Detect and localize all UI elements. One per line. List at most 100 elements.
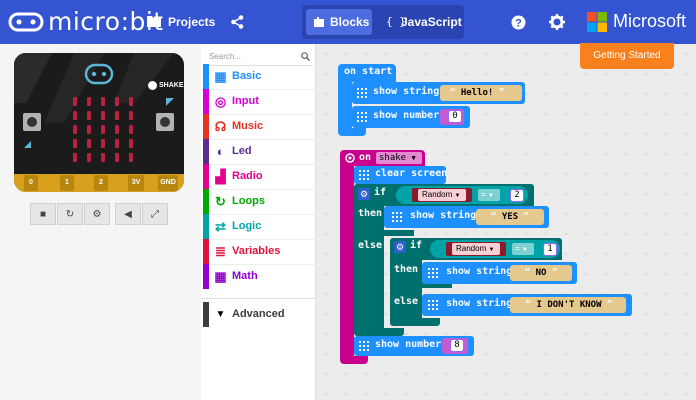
toggle-icon: ◐ <box>216 144 225 159</box>
help-icon[interactable]: ? <box>511 15 526 30</box>
gear-icon[interactable]: ⚙ <box>358 188 370 200</box>
pin-1[interactable]: 1 <box>60 175 74 191</box>
toolbox-category-input[interactable]: ◎Input <box>203 89 314 114</box>
restart-button[interactable]: ↻ <box>57 203 83 225</box>
toolbox-category-basic[interactable]: ▦Basic <box>203 64 314 89</box>
app-logo-text[interactable]: micro:bit <box>48 7 164 36</box>
operator-dropdown-outer[interactable]: = ▼ <box>478 189 500 201</box>
puzzle-icon <box>314 17 324 27</box>
search-icon[interactable] <box>301 52 310 61</box>
led-4-0 <box>73 153 77 162</box>
if-block-inner-foot <box>390 318 440 326</box>
number-value-0[interactable]: 0 <box>448 110 462 123</box>
target-icon: ◎ <box>214 94 227 109</box>
random-dropdown-outer[interactable]: Random ▼ <box>418 189 466 201</box>
pin-gnd: GND <box>158 175 178 191</box>
toolbox-category-led[interactable]: ◐Led <box>203 139 314 164</box>
mute-button[interactable]: ◀ <box>115 203 141 225</box>
toolbox-category-math[interactable]: ▦Math <box>203 264 314 289</box>
gear-icon[interactable]: ⚙ <box>394 241 406 253</box>
category-color-bar <box>203 89 209 114</box>
microbit-logo-icon[interactable] <box>8 12 44 32</box>
svg-text:?: ? <box>515 18 522 30</box>
clear-screen-block[interactable] <box>354 166 446 184</box>
stop-button[interactable]: ■ <box>30 203 56 225</box>
pin-0[interactable]: 0 <box>24 175 38 191</box>
event-dropdown[interactable]: shake ▼ <box>376 152 422 164</box>
led-matrix <box>68 95 138 165</box>
led-4-1 <box>87 153 91 162</box>
microsoft-logo-icon <box>587 12 607 32</box>
string-text-yes: YES <box>501 212 519 222</box>
if-block-outer-foot <box>354 328 404 336</box>
restart-icon: ↻ <box>65 208 75 220</box>
share-icon[interactable] <box>231 15 244 29</box>
getting-started-button[interactable]: Getting Started <box>580 43 674 69</box>
toolbox-category-music[interactable]: ☊Music <box>203 114 314 139</box>
led-1-0 <box>73 111 77 120</box>
category-color-bar <box>203 114 209 139</box>
button-a[interactable] <box>23 113 41 131</box>
shake-indicator[interactable] <box>148 81 157 90</box>
brand-name: Microsoft <box>613 11 687 31</box>
category-divider <box>201 189 316 190</box>
then-label: then <box>358 208 383 219</box>
folder-icon[interactable] <box>147 15 161 27</box>
string-value-dont-know[interactable]: “ I DON'T KNOW ” <box>525 300 613 310</box>
led-2-4 <box>129 125 133 134</box>
led-4-2 <box>101 153 105 162</box>
led-0-2 <box>101 97 105 106</box>
toolbox-category-radio[interactable]: ▟Radio <box>203 164 314 189</box>
microbit-simulator[interactable]: SHAKE 0 1 2 3V GND <box>14 53 184 192</box>
random-dropdown-inner[interactable]: Random ▼ <box>452 243 500 255</box>
tab-javascript[interactable]: JavaScript <box>401 15 462 29</box>
led-1-3 <box>115 111 119 120</box>
chevron-down-icon: ▼ <box>411 154 416 162</box>
toolbox-category-variables[interactable]: ≣ Variables <box>203 239 314 264</box>
fullscreen-button[interactable]: ⤢ <box>142 203 168 225</box>
led-0-4 <box>129 97 133 106</box>
mute-icon: ◀ <box>124 208 132 220</box>
target-icon <box>345 153 355 163</box>
number-value-2[interactable]: 2 <box>510 189 524 202</box>
advanced-color-bar <box>203 302 209 327</box>
toolbox-category-logic[interactable]: ⇄Logic <box>203 214 314 239</box>
button-b[interactable] <box>156 113 174 131</box>
string-value-hello[interactable]: “ Hello! ” <box>450 88 505 98</box>
else-label: else <box>358 240 383 251</box>
else-divider <box>384 230 414 236</box>
gear-icon[interactable] <box>549 14 565 30</box>
pin-3v: 3V <box>128 175 144 191</box>
chevron-down-icon: ▼ <box>215 309 226 320</box>
shake-label: SHAKE <box>159 82 184 89</box>
pin-2[interactable]: 2 <box>94 175 108 191</box>
signal-icon: ▟ <box>215 169 226 184</box>
toolbox-advanced[interactable]: ▼ Advanced <box>203 302 314 327</box>
string-value-yes[interactable]: “ YES ” <box>491 212 529 222</box>
string-value-no[interactable]: “ NO ” <box>524 268 558 278</box>
toolbox-panel <box>201 44 316 400</box>
on-start-label: on start <box>344 66 393 77</box>
number-value-8[interactable]: 8 <box>450 339 464 352</box>
category-divider <box>201 89 316 90</box>
category-divider <box>201 239 316 240</box>
category-label: Variables <box>232 245 281 257</box>
category-divider <box>201 114 316 115</box>
toolbox-category-loops[interactable]: ↻Loops <box>203 189 314 214</box>
on-start-hat[interactable] <box>338 64 396 82</box>
on-shake-arm <box>340 166 354 356</box>
category-color-bar <box>203 214 209 239</box>
list-icon: ≣ <box>215 244 226 259</box>
show-string-label: show string <box>446 266 513 277</box>
number-value-1[interactable]: 1 <box>543 243 557 256</box>
projects-button[interactable]: Projects <box>168 15 216 29</box>
slow-motion-button[interactable]: ⚙ <box>84 203 110 225</box>
on-start-arm <box>338 82 352 128</box>
toolbox-search-input[interactable]: Search... <box>205 48 313 66</box>
chevron-down-icon: ▼ <box>487 193 494 199</box>
refresh-icon: ↻ <box>215 194 226 209</box>
category-color-bar <box>203 164 209 189</box>
show-number-label: show number <box>373 110 440 121</box>
category-divider <box>201 264 316 265</box>
operator-dropdown-inner[interactable]: = ▼ <box>512 243 534 255</box>
